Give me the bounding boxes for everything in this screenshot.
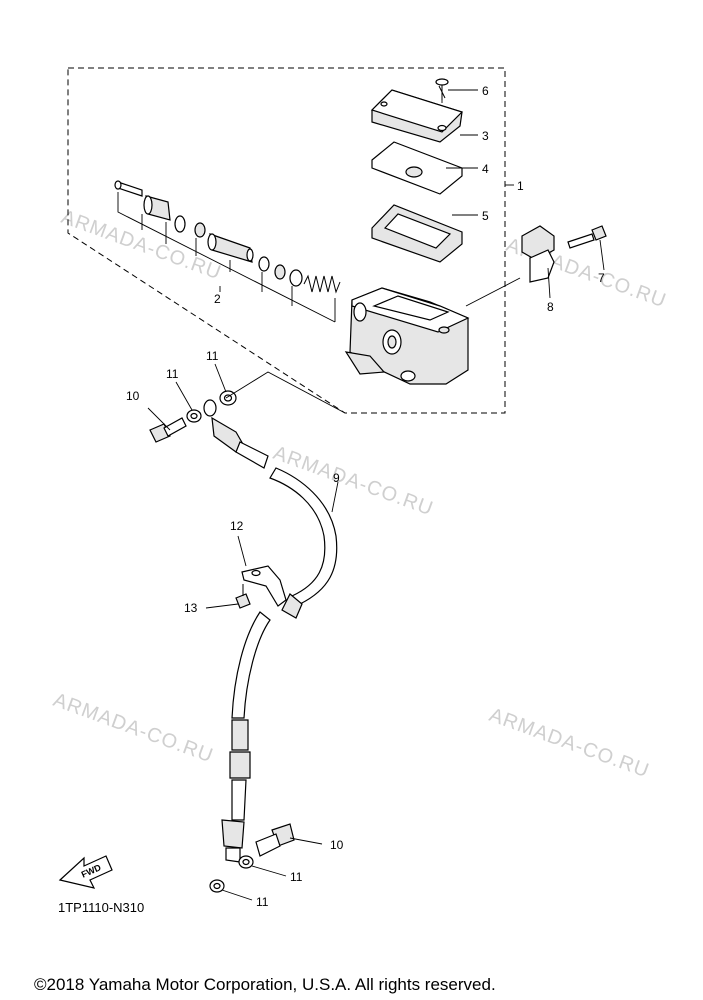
union-bolt-part-10-bottom bbox=[255, 823, 295, 857]
reservoir-cap-part-3 bbox=[370, 89, 464, 143]
watermark-4: ARMADA-CO.RU bbox=[50, 689, 216, 767]
callout-11-c: 11 bbox=[290, 870, 303, 884]
callout-6: 6 bbox=[482, 84, 489, 98]
assembly-boundary bbox=[67, 67, 506, 414]
callout-7: 7 bbox=[598, 271, 605, 285]
hose-clamp-part-12 bbox=[241, 565, 287, 607]
clamp-part-8 bbox=[521, 225, 555, 283]
washer-part-11-b-hole bbox=[223, 394, 233, 402]
leader-lines bbox=[147, 89, 605, 901]
callout-8: 8 bbox=[547, 300, 554, 314]
callout-4: 4 bbox=[482, 162, 489, 176]
washer-part-11-a-hole bbox=[190, 412, 198, 420]
callout-11-b: 11 bbox=[206, 349, 219, 363]
watermarks: ARMADA-CO.RU ARMADA-CO.RU ARMADA-CO.RU A… bbox=[50, 206, 669, 782]
callout-13: 13 bbox=[184, 601, 198, 615]
callout-2: 2 bbox=[214, 292, 221, 306]
callout-12: 12 bbox=[230, 519, 244, 533]
callouts: 1 2 3 4 5 6 7 8 9 10 10 11 11 11 11 12 1… bbox=[126, 84, 605, 909]
brake-hose-part-9 bbox=[203, 399, 338, 863]
callout-9: 9 bbox=[333, 471, 340, 485]
callout-3: 3 bbox=[482, 129, 489, 143]
callout-5: 5 bbox=[482, 209, 489, 223]
washer-part-11-d-hole bbox=[213, 882, 221, 890]
watermark-5: ARMADA-CO.RU bbox=[486, 704, 652, 782]
washer-part-11-c-hole bbox=[242, 858, 250, 866]
clamp-bolt-part-7 bbox=[567, 225, 607, 249]
watermark-1: ARMADA-CO.RU bbox=[58, 206, 224, 284]
diaphragm-part-5 bbox=[371, 204, 463, 263]
callout-1: 1 bbox=[517, 179, 524, 193]
callout-10-bottom: 10 bbox=[330, 838, 344, 852]
callout-11-d: 11 bbox=[256, 895, 269, 909]
callout-10-top: 10 bbox=[126, 389, 140, 403]
fwd-arrow-icon: FWD bbox=[58, 855, 113, 889]
master-cylinder-body-part-1 bbox=[344, 287, 470, 385]
piston-kit-part-2 bbox=[114, 180, 341, 323]
diagram-code: 1TP1110-N310 bbox=[58, 900, 144, 915]
diaphragm-plate-part-4 bbox=[371, 141, 463, 195]
callout-11-a: 11 bbox=[166, 367, 179, 381]
copyright-text: ©2018 Yamaha Motor Corporation, U.S.A. A… bbox=[34, 975, 496, 994]
bolt-part-13 bbox=[235, 584, 251, 609]
union-bolt-part-10-top bbox=[149, 417, 187, 443]
